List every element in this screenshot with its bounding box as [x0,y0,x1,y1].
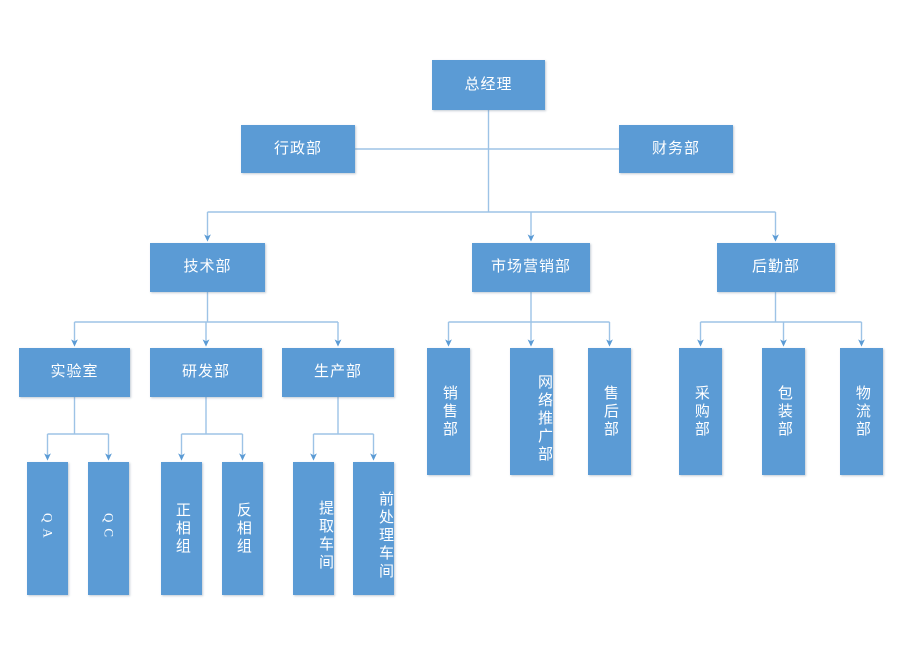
org-node-admin[interactable]: 行政部 [241,125,355,173]
org-node-prod[interactable]: 生产部 [282,348,394,397]
org-node-packing[interactable]: 包装部 [762,348,805,475]
org-node-aftersale[interactable]: 售后部 [588,348,631,475]
org-node-marketing[interactable]: 市场营销部 [472,243,590,292]
org-node-webpromo[interactable]: 网络推广部 [510,348,553,475]
org-node-lab[interactable]: 实验室 [19,348,130,397]
org-node-pretreat[interactable]: 前处理车间 [353,462,394,595]
org-node-finance[interactable]: 财务部 [619,125,733,173]
org-node-tech[interactable]: 技术部 [150,243,265,292]
org-node-logistics[interactable]: 物流部 [840,348,883,475]
org-node-purchase[interactable]: 采购部 [679,348,722,475]
org-node-support[interactable]: 后勤部 [717,243,835,292]
org-node-gm[interactable]: 总经理 [432,60,545,110]
org-node-reverse[interactable]: 反相组 [222,462,263,595]
org-node-extract[interactable]: 提取车间 [293,462,334,595]
org-node-qa[interactable]: QA [27,462,68,595]
org-node-normal[interactable]: 正相组 [161,462,202,595]
org-node-sales[interactable]: 销售部 [427,348,470,475]
org-node-rd[interactable]: 研发部 [150,348,262,397]
org-node-qc[interactable]: QC [88,462,129,595]
